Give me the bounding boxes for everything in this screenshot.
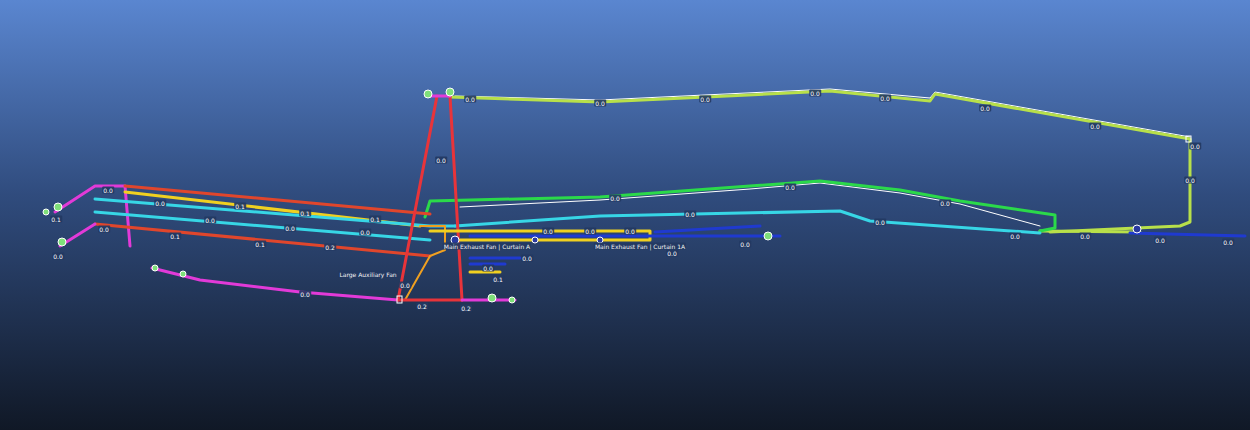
airway	[398, 96, 437, 300]
airflow-value: 0.1	[50, 216, 62, 223]
airway	[152, 268, 398, 300]
airflow-value: 0.0	[98, 226, 110, 233]
airflow-value: 0.0	[609, 195, 621, 202]
airflow-value: 0.0	[1009, 233, 1021, 240]
fan-symbol	[446, 88, 454, 96]
fan-symbol	[509, 297, 515, 303]
airway	[470, 257, 520, 260]
fan-symbol	[424, 90, 432, 98]
airflow-value: 0.0	[1154, 237, 1166, 244]
fan-symbol	[180, 271, 186, 277]
airflow-value: 0.0	[521, 255, 533, 262]
airflow-value: 0.0	[359, 229, 371, 236]
airflow-value: 0.0	[874, 219, 886, 226]
airflow-value: 0.0	[1079, 233, 1091, 240]
airflow-value: 0.0	[594, 100, 606, 107]
airflow-value: 0.0	[435, 157, 447, 164]
airflow-value: 0.1	[169, 233, 181, 240]
airway	[450, 96, 462, 300]
airflow-value: 0.0	[939, 200, 951, 207]
airflow-value: 0.1	[369, 216, 381, 223]
fan-symbol	[1133, 225, 1141, 233]
airflow-value: 0.0	[542, 228, 554, 235]
airflow-value: 0.1	[234, 203, 246, 210]
airflow-value: 0.0	[284, 225, 296, 232]
airflow-value: 0.1	[254, 241, 266, 248]
airway	[655, 226, 760, 232]
airflow-value: 0.0	[624, 228, 636, 235]
airflow-value: 0.0	[204, 217, 216, 224]
airflow-value: 0.2	[460, 305, 472, 312]
airflow-value: 0.1	[492, 276, 504, 283]
airflow-value: 0.0	[666, 250, 678, 257]
airway	[95, 212, 430, 240]
airflow-value: 0.0	[52, 253, 64, 260]
airflow-value: 0.0	[1184, 177, 1196, 184]
airway	[450, 91, 1190, 232]
airflow-value: 0.0	[482, 265, 494, 272]
fan-symbol	[532, 237, 538, 243]
airflow-value: 0.0	[1089, 123, 1101, 130]
fan-symbols	[43, 88, 1191, 303]
airflow-value: 0.0	[784, 184, 796, 191]
airflow-value: 0.0	[464, 96, 476, 103]
airway	[470, 235, 780, 238]
airway	[95, 224, 430, 256]
airway	[1130, 233, 1245, 236]
airflow-value: 0.0	[809, 90, 821, 97]
airflow-value: 0.0	[699, 96, 711, 103]
airway	[55, 186, 130, 246]
airflow-value: 0.0	[1189, 143, 1201, 150]
regulator-symbol	[397, 296, 402, 303]
airflow-value: 0.2	[416, 303, 428, 310]
airflow-value: 0.0	[399, 282, 411, 289]
fan-symbol	[764, 232, 772, 240]
regulator-symbol	[1186, 136, 1191, 142]
airflow-value: 0.0	[1222, 239, 1234, 246]
airflow-value: 0.2	[324, 244, 336, 251]
airflow-value: 0.0	[299, 291, 311, 298]
airway	[405, 226, 445, 300]
fan-symbol	[152, 265, 158, 271]
airflow-value: 0.0	[154, 200, 166, 207]
airway-outline	[455, 89, 1190, 137]
airway	[398, 299, 462, 302]
airflow-value: 0.0	[584, 228, 596, 235]
fan-label: Main Exhaust Fan | Curtain A	[443, 243, 531, 250]
fan-symbol	[58, 238, 66, 246]
fan-symbol	[488, 294, 496, 302]
airflow-value: 0.0	[102, 187, 114, 194]
fan-label: Main Exhaust Fan | Curtain 1A	[594, 243, 686, 250]
fan-symbol	[43, 209, 49, 215]
airflow-value: 0.0	[684, 211, 696, 218]
airflow-value: 0.0	[739, 241, 751, 248]
airflow-value: 0.0	[879, 95, 891, 102]
airway	[95, 199, 455, 226]
fan-label: Large Auxiliary Fan	[338, 271, 397, 278]
airflow-value: 0.1	[299, 210, 311, 217]
fan-symbol	[54, 203, 62, 211]
airway	[125, 192, 420, 226]
airflow-value: 0.0	[979, 105, 991, 112]
airway	[425, 181, 1055, 231]
